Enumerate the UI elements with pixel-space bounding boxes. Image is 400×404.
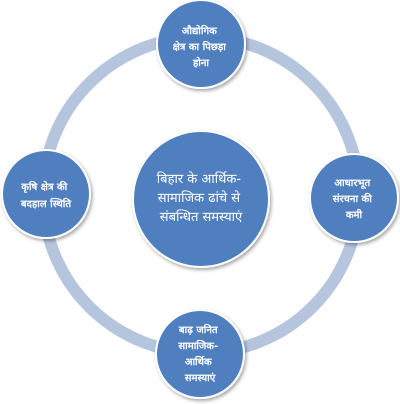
- svg-text:बाढ़ जनित सामाजिक-: बाढ़ जनित सामाजिक- आर्थिक समस्याएं: [177, 323, 221, 384]
- node-right-label-line-2: संरचना की: [332, 192, 373, 205]
- svg-text:कृषि क्षेत्र की बदहाल स्: कृषि क्षेत्र की बदहाल स्थिति: [20, 180, 72, 210]
- node-top: औद्योगिक क्षेत्र का पिछड़ा होना: [156, 0, 246, 89]
- node-bottom-label-line-3: आर्थिक: [185, 355, 213, 368]
- svg-text:औद्योगिक क्षेत्र का पिछड: औद्योगिक क्षेत्र का पिछड़ा होना: [173, 24, 230, 69]
- node-bottom-label-line-2: सामाजिक-: [177, 339, 218, 352]
- node-right-label-line-1: आधारभूत: [334, 178, 371, 190]
- svg-text:आधारभूत संरचना की: आधारभूत संरचना की कमी: [332, 178, 376, 221]
- node-right-label-line-3: कमी: [345, 208, 363, 221]
- node-left: कृषि क्षेत्र की बदहाल स्थिति: [1, 149, 91, 239]
- node-bottom-label-line-4: समस्याएं: [184, 372, 216, 384]
- node-right: आधारभूत संरचना की कमी: [309, 153, 399, 243]
- node-left-label-line-1: कृषि क्षेत्र की: [20, 180, 67, 193]
- center-label-line-1: बिहार के आर्थिक-: [157, 171, 242, 187]
- node-top-label-line-1: औद्योगिक: [182, 24, 218, 37]
- center-circle: [132, 130, 270, 268]
- center-label-line-3: संबन्धित समस्याएं: [160, 209, 243, 225]
- node-left-label-line-2: बदहाल स्थिति: [20, 197, 72, 210]
- node-top-label-line-3: होना: [192, 56, 209, 69]
- node-top-circle: [156, 0, 246, 89]
- node-bottom-circle: [155, 309, 245, 399]
- node-bottom: बाढ़ जनित सामाजिक- आर्थिक समस्याएं: [155, 309, 245, 399]
- node-top-label-line-2: क्षेत्र का पिछड़ा: [173, 40, 227, 53]
- center-label-line-2: सामाजिक ढांचे से: [158, 190, 240, 206]
- center-node: बिहार के आर्थिक- सामाजिक ढांचे से संबन्ध…: [132, 130, 270, 268]
- node-left-circle: [1, 149, 91, 239]
- node-bottom-label-line-1: बाढ़ जनित: [178, 323, 219, 336]
- node-right-circle: [309, 153, 399, 243]
- svg-text:बिहार के आर्थिक- सामाजिक: बिहार के आर्थिक- सामाजिक ढांचे से संबन्ध…: [157, 171, 245, 225]
